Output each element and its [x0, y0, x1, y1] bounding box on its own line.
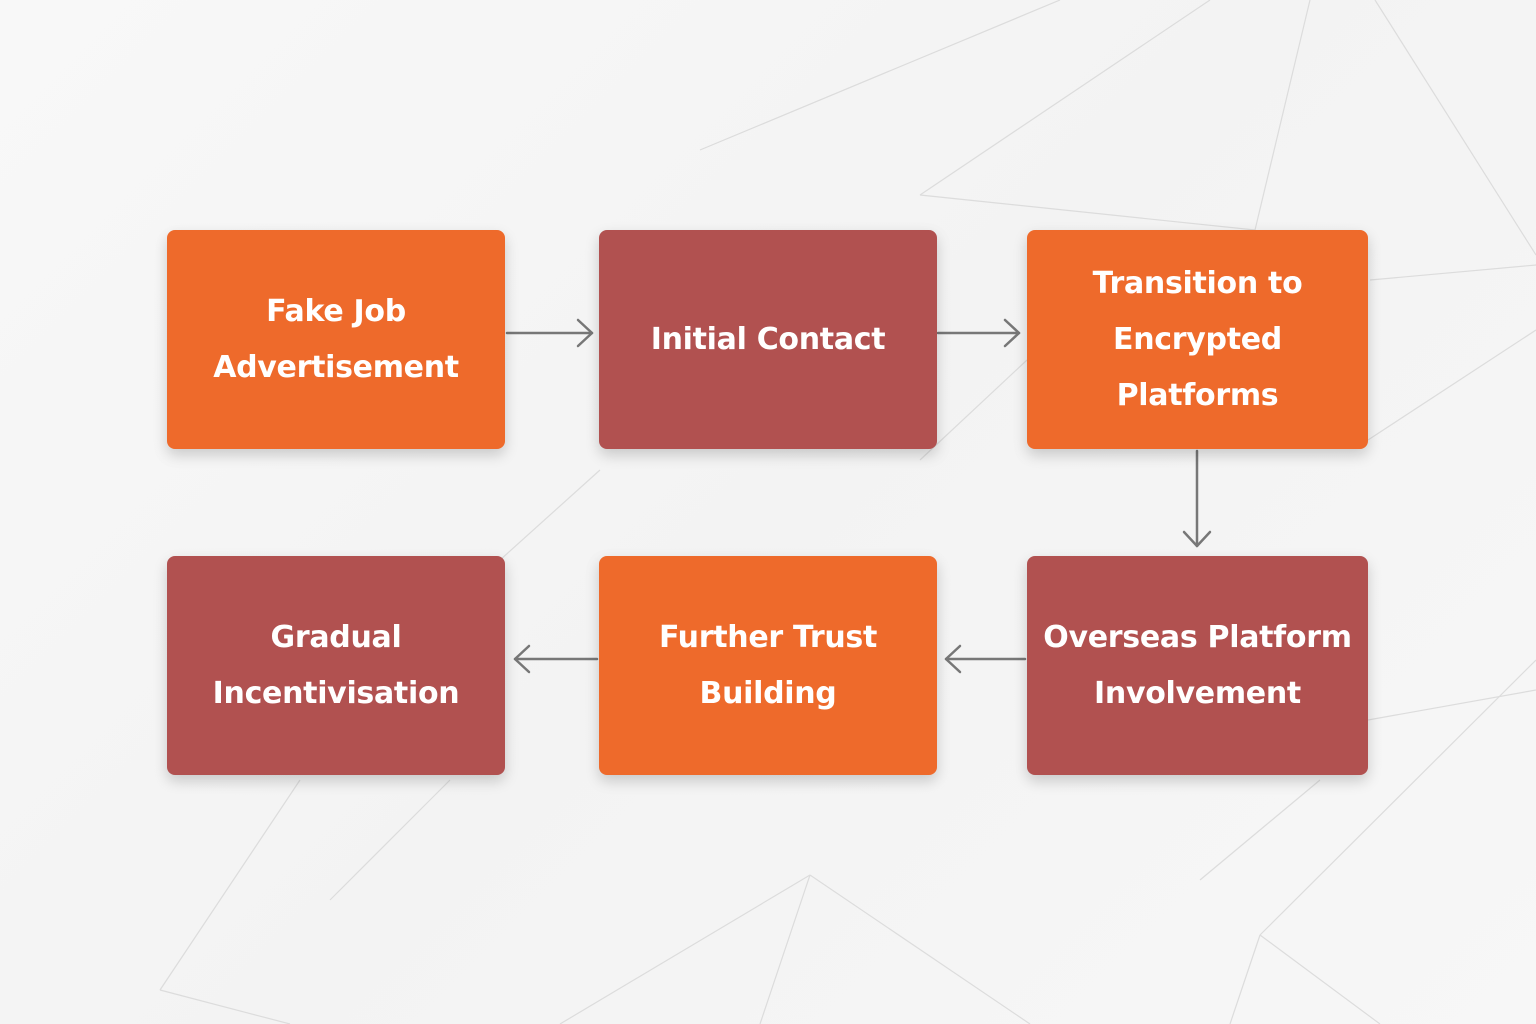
- node-overseas-platform-involvement: Overseas Platform Involvement: [1027, 556, 1368, 775]
- node-transition-to-encrypted-platforms: Transition to Encrypted Platforms: [1027, 230, 1368, 449]
- node-initial-contact: Initial Contact: [599, 230, 937, 449]
- node-fake-job-advertisement: Fake Job Advertisement: [167, 230, 505, 449]
- node-label: Transition to Encrypted Platforms: [1092, 265, 1303, 413]
- node-further-trust-building: Further Trust Building: [599, 556, 937, 775]
- node-gradual-incentivisation: Gradual Incentivisation: [167, 556, 505, 775]
- node-label: Gradual Incentivisation: [212, 619, 460, 711]
- node-label: Fake Job Advertisement: [213, 293, 459, 385]
- node-label: Initial Contact: [650, 321, 886, 357]
- node-label: Further Trust Building: [658, 619, 878, 711]
- node-label: Overseas Platform Involvement: [1043, 619, 1352, 711]
